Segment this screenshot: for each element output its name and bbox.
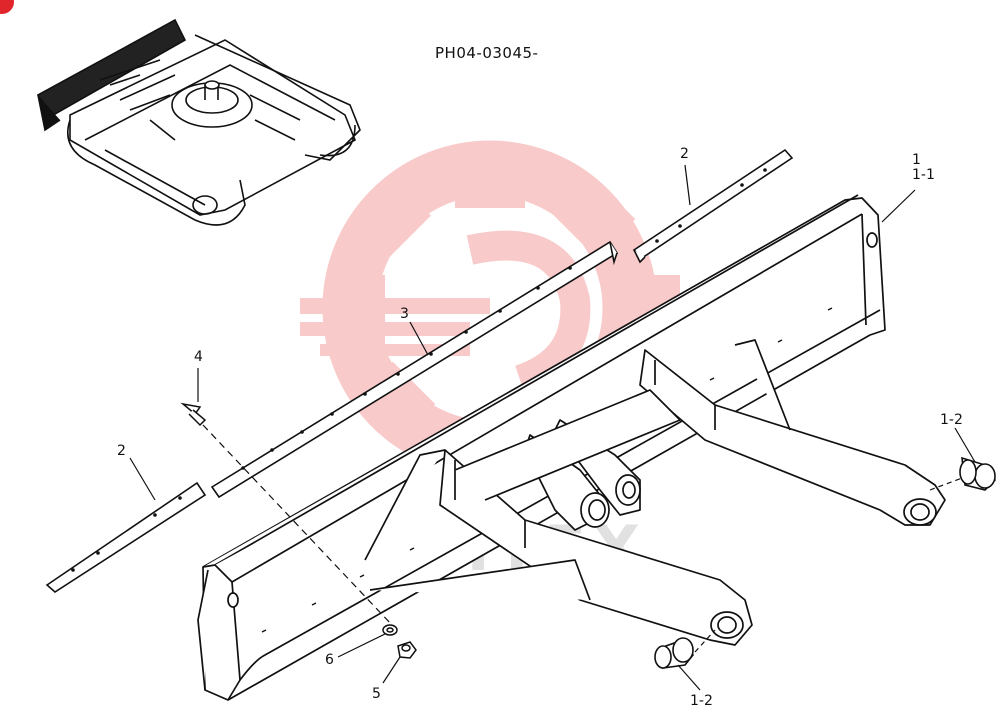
callout-5: 5 [372, 686, 381, 702]
callout-3: 3 [400, 306, 409, 322]
callout-1-2-right: 1-2 [940, 412, 963, 428]
callout-4: 4 [194, 349, 203, 365]
callout-1-2-bottom: 1-2 [690, 693, 713, 709]
part-6-washer [382, 624, 398, 636]
leader-lines [129, 164, 976, 691]
part-2-top-cutting-edge [632, 148, 794, 264]
part-1-frame-arms [364, 339, 946, 646]
part-3-cutting-edge [210, 240, 619, 499]
part-4-bolt [180, 402, 207, 427]
callout-1-1: 1-1 [912, 167, 935, 183]
drawing-code: PH04-03045- [435, 44, 539, 62]
part-2-left-cutting-edge [45, 481, 207, 593]
callout-6: 6 [325, 652, 334, 668]
callout-2-left: 2 [117, 443, 126, 459]
callout-1: 1 [912, 152, 921, 168]
machine-thumbnail [36, 18, 361, 226]
callout-2-top: 2 [680, 146, 689, 162]
part-1-2-bushing-bottom [654, 637, 694, 669]
part-5-nut [397, 641, 417, 659]
part-1-2-bushing-right [959, 456, 997, 491]
